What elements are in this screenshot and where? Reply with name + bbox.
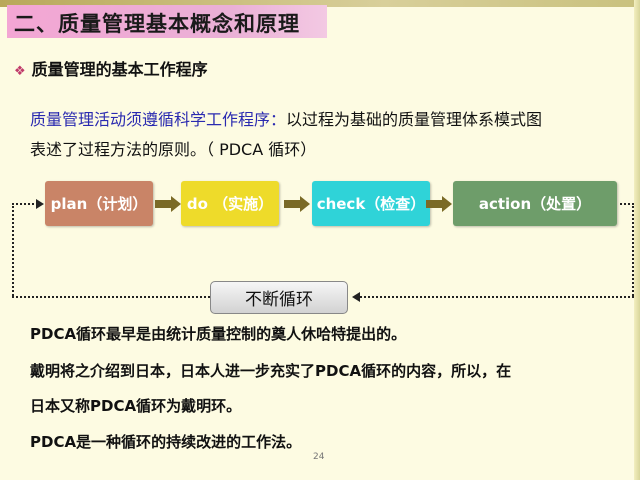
arrow-right-icon [155,196,181,212]
arrow-right-icon [426,196,452,212]
loop-line-bottom-right [360,296,634,298]
diamond-bullet-icon: ❖ [14,64,26,79]
bullet-text: 质量管理的基本工作程序 [31,60,208,79]
continuous-cycle-box: 不断循环 [210,281,348,314]
step-do: do （实施） [181,181,279,226]
loop-line-left [12,203,14,296]
body-line-4: PDCA是一种循环的持续改进的工作法。 [30,433,302,451]
bullet-heading: ❖ 质量管理的基本工作程序 [14,56,208,80]
loop-line-right [632,203,634,296]
loop-line-top-left [12,203,38,205]
loop-arrowhead-icon [36,199,44,209]
intro-line-1-rest: 以过程为基础的质量管理体系模式图 [286,110,543,129]
arrow-right-icon [284,196,310,212]
loop-line-top-right [620,203,634,205]
intro-line-1: 质量管理活动须遵循科学工作程序：以过程为基础的质量管理体系模式图 [30,106,542,130]
body-line-2: 戴明将之介绍到日本，日本人进一步充实了PDCA循环的内容，所以，在 [30,362,512,380]
top-decor-strip [0,0,640,7]
body-line-1: PDCA循环最早是由统计质量控制的奠人休哈特提出的。 [30,325,407,343]
intro-highlight: 质量管理活动须遵循科学工作程序： [30,110,287,129]
loop-arrowhead-icon [352,292,360,302]
title-banner [7,5,327,38]
page-number: 24 [313,452,325,462]
step-check: check（检查） [312,181,430,226]
body-line-3: 日本又称PDCA循环为戴明环。 [30,397,242,415]
right-decor-edge [634,0,640,480]
slide-title: 二、质量管理基本概念和原理 [14,12,300,36]
loop-line-bottom-left [12,296,210,298]
step-plan: plan（计划） [45,181,153,226]
intro-line-2: 表述了过程方法的原则。（ PDCA 循环） [30,140,317,159]
step-action: action（处置） [453,181,617,226]
